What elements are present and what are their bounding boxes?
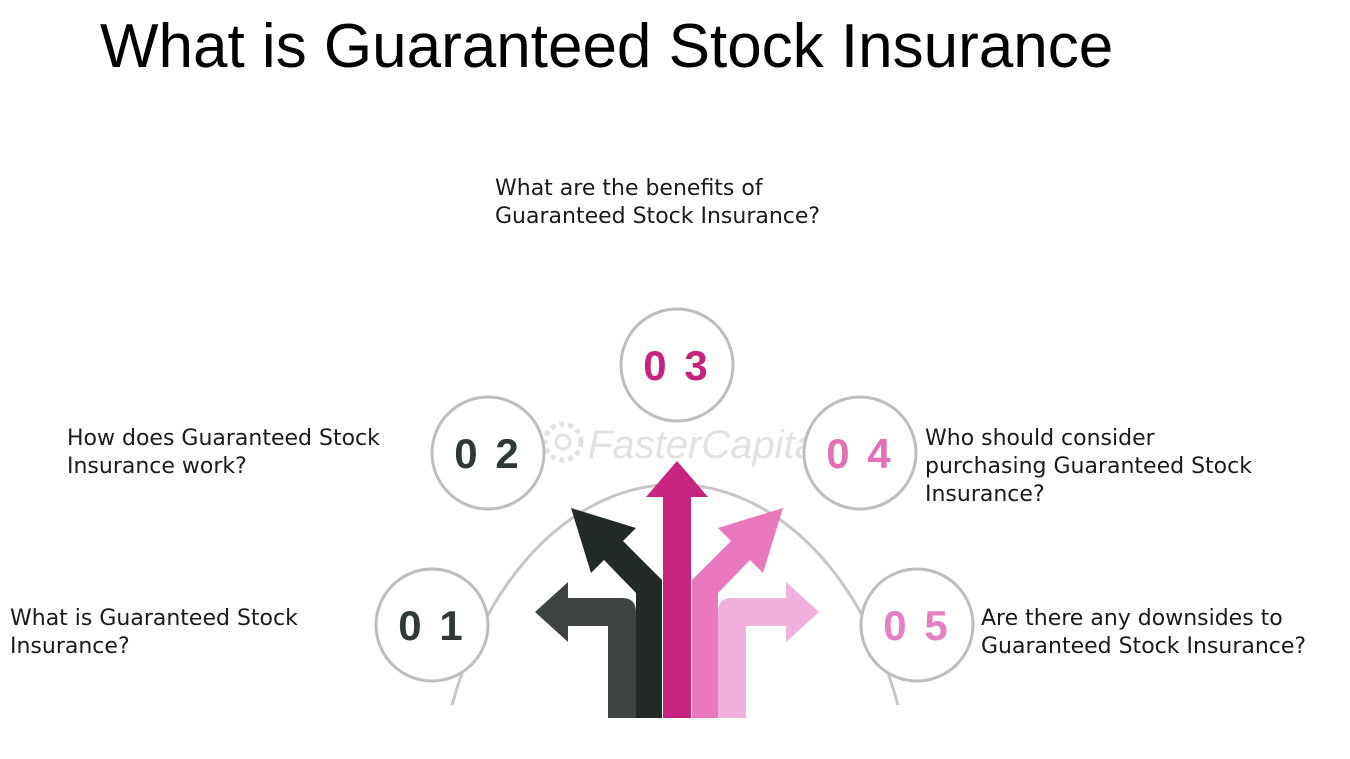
watermark-gear-icon [542,421,584,463]
watermark-text: FasterCapital [588,423,827,467]
step-number-04: 0 4 [826,430,893,477]
step-label-04-line-3: Insurance? [925,482,1045,507]
arrow-gray-left [535,582,636,718]
step-label-01-line-1: What is Guaranteed Stock [10,606,298,631]
step-label-04-line-1: Who should consider [925,426,1155,451]
step-circle-03: 0 3 [619,307,735,423]
step-label-04-line-2: purchasing Guaranteed Stock [925,454,1252,479]
step-number-01: 0 1 [398,602,465,649]
step-label-02-line-1: How does Guaranteed Stock [67,426,380,451]
step-label-02-line-2: Insurance work? [67,454,247,479]
step-label-04: Who should consider purchasing Guarantee… [925,425,1252,509]
step-circle-02: 0 2 [430,395,546,511]
step-label-05-line-1: Are there any downsides to [981,606,1283,631]
step-circle-05: 0 5 [859,567,975,683]
step-circle-04: 0 4 [802,395,918,511]
step-number-03: 0 3 [643,342,710,389]
step-circle-01: 0 1 [374,567,490,683]
step-label-01: What is Guaranteed Stock Insurance? [10,605,298,661]
step-label-01-line-2: Insurance? [10,634,130,659]
step-label-05-line-2: Guaranteed Stock Insurance? [981,634,1307,659]
step-label-03-line-2: Guaranteed Stock Insurance? [495,204,821,229]
arrow-magenta-up [646,461,708,718]
step-label-03-line-1: What are the benefits of [495,176,763,201]
watermark: FasterCapital [542,421,827,467]
arrow-pink-up-right [692,508,783,718]
step-label-03: What are the benefits of Guaranteed Stoc… [495,175,820,231]
arrow-light-pink-right [718,582,819,718]
step-label-05: Are there any downsides to Guaranteed St… [981,605,1306,661]
page-title: What is Guaranteed Stock Insurance [100,12,1114,81]
step-number-05: 0 5 [883,602,950,649]
step-label-02: How does Guaranteed Stock Insurance work… [67,425,380,481]
arrow-dark-up-left [571,508,662,718]
step-number-02: 0 2 [454,430,521,477]
